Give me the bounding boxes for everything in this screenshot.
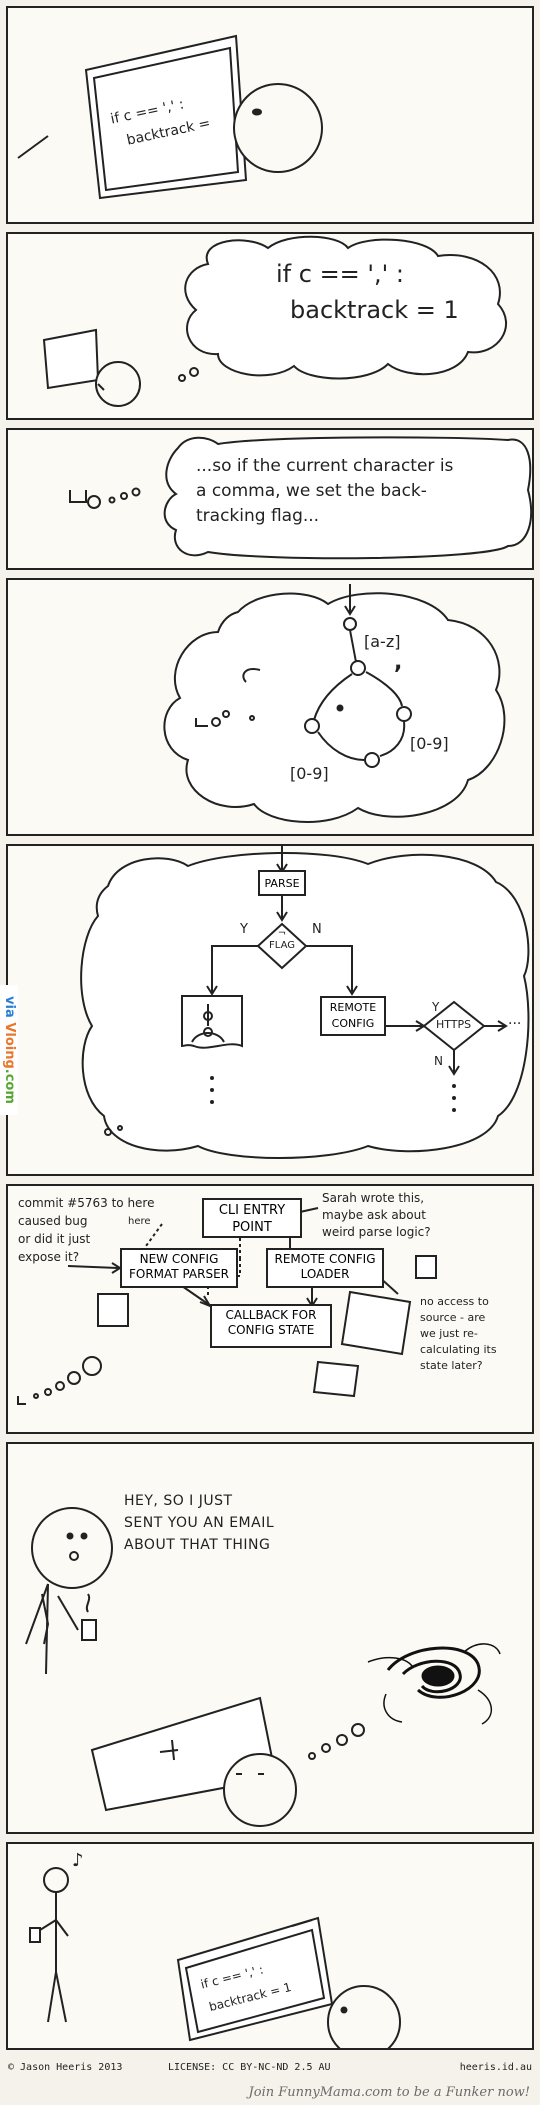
panel-4-label-0-9-right: [0-9] bbox=[410, 734, 449, 753]
panel-3-drawing bbox=[69, 436, 532, 560]
panel-6-new-config-box: NEW CONFIG FORMAT PARSER bbox=[120, 1248, 238, 1288]
panel-6-drawing bbox=[17, 1207, 437, 1405]
panel-2-thought-line-2: backtrack = 1 bbox=[290, 296, 459, 324]
panel-8-drawing bbox=[29, 1867, 401, 2048]
footer-promo-link[interactable]: Join FunnyMama.com to be a Funker now! bbox=[248, 2085, 530, 2100]
panel-3: ...so if the current character is a comm… bbox=[6, 428, 534, 570]
panel-5-https-label: HTTPS bbox=[436, 1018, 472, 1031]
via-watermark: via Vloing.com bbox=[0, 985, 18, 1115]
panel-6-note-here: here bbox=[128, 1216, 151, 1227]
panel-6-remote-loader-box: REMOTE CONFIG LOADER bbox=[266, 1248, 384, 1288]
panel-4-drawing bbox=[163, 584, 506, 823]
panel-5-remote-config-box: REMOTE CONFIG bbox=[320, 996, 386, 1036]
panel-2-thought-line-1: if c == ',' : bbox=[276, 260, 404, 288]
panel-8-music-note: ♪ bbox=[72, 1850, 84, 1871]
panel-7-speech: HEY, SO I JUST SENT YOU AN EMAIL ABOUT T… bbox=[124, 1493, 275, 1553]
black-hole-icon bbox=[367, 1643, 501, 1725]
via-watermark-text: via Vloing.com bbox=[2, 996, 17, 1104]
credits-license: LICENSE: CC BY-NC-ND 2.5 AU bbox=[168, 2062, 331, 2073]
panel-4-label-a-z: [a-z] bbox=[364, 632, 401, 651]
panel-5-no-label: N bbox=[312, 922, 322, 937]
panel-6: CLI ENTRY POINT NEW CONFIG FORMAT PARSER… bbox=[6, 1184, 534, 1434]
panel-7-drawing bbox=[25, 1507, 501, 1827]
panel-6-note-access: no access to source - are we just re- ca… bbox=[420, 1295, 497, 1372]
panel-5-yes-label: Y bbox=[240, 922, 248, 937]
panel-5-drawing bbox=[80, 846, 530, 1159]
panel-6-callback-box: CALLBACK FOR CONFIG STATE bbox=[210, 1304, 332, 1348]
panel-5-no2-label: N bbox=[434, 1054, 443, 1068]
panel-6-cli-entry-box: CLI ENTRY POINT bbox=[202, 1198, 302, 1238]
panel-7: HEY, SO I JUST SENT YOU AN EMAIL ABOUT T… bbox=[6, 1442, 534, 1834]
panel-2: if c == ',' : backtrack = 1 bbox=[6, 232, 534, 420]
panel-1: if c == ',' : backtrack = bbox=[6, 6, 534, 224]
panel-1-drawing bbox=[17, 34, 323, 200]
footer-bar: Join FunnyMama.com to be a Funker now! bbox=[0, 2082, 540, 2105]
panel-4: [a-z] [0-9] [0-9] , bbox=[6, 578, 534, 836]
panel-5-parse-box: PARSE bbox=[258, 870, 306, 896]
panel-8: ♪ if c == ',' : backtrack = 1 bbox=[6, 1842, 534, 2050]
panel-6-note-commit: commit #5763 to here caused bug or did i… bbox=[18, 1196, 155, 1264]
panel-5: PARSE ¬ FLAG Y N REMOTE CONFIG HTTPS Y N… bbox=[6, 844, 534, 1176]
panel-6-note-sarah: Sarah wrote this, maybe ask about weird … bbox=[322, 1191, 431, 1239]
panel-2-drawing bbox=[42, 235, 508, 407]
panel-4-label-0-9-bottom: [0-9] bbox=[290, 764, 329, 783]
credits-author: © Jason Heeris 2013 bbox=[8, 2062, 123, 2073]
panel-5-flag-label: ¬ FLAG bbox=[269, 928, 295, 951]
credits-site[interactable]: heeris.id.au bbox=[459, 2062, 532, 2073]
panel-5-ellipsis: ... bbox=[508, 1012, 522, 1028]
panel-5-yes2-label: Y bbox=[432, 1000, 440, 1014]
panel-3-thought-text: ...so if the current character is a comm… bbox=[196, 456, 454, 526]
panel-4-comma: , bbox=[394, 650, 403, 675]
